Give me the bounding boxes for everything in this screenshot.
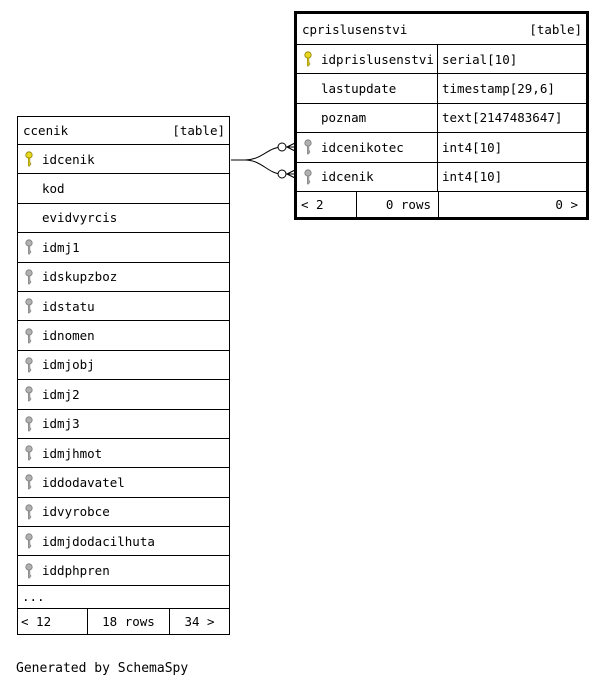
- column-name: idskupzboz: [42, 269, 118, 285]
- column-row-evidvyrcis[interactable]: evidvyrcis: [18, 204, 229, 234]
- foreign-key-icon: [297, 139, 319, 155]
- table-footer: < 2 0 rows 0 >: [297, 191, 586, 217]
- column-name: idmj3: [42, 416, 80, 432]
- foreign-key-icon: [18, 269, 40, 285]
- column-type: timestamp[29,6]: [437, 74, 586, 103]
- column-row-idcenik[interactable]: idcenik: [18, 145, 229, 175]
- column-row-poznam[interactable]: poznam text[2147483647]: [297, 103, 586, 134]
- table-name: ccenik: [23, 123, 69, 138]
- children-link[interactable]: 0 >: [555, 196, 578, 212]
- table-name: cprislusenstvi: [302, 21, 408, 37]
- column-type: text[2147483647]: [437, 103, 586, 133]
- column-row-iddphpren[interactable]: iddphpren: [18, 556, 229, 586]
- column-row-idskupzboz[interactable]: idskupzboz: [18, 263, 229, 292]
- column-row-idmj1[interactable]: idmj1: [18, 233, 229, 263]
- relationship-crowfoot-idcenikotec: [286, 142, 296, 152]
- column-name: idnomen: [42, 328, 95, 344]
- relationship-zero-marker-idcenikotec: [277, 142, 287, 152]
- foreign-key-icon: [18, 298, 40, 314]
- column-row-idnomen[interactable]: idnomen: [18, 321, 229, 351]
- column-row-iddodavatel[interactable]: iddodavatel: [18, 468, 229, 498]
- relationship-zero-marker-idcenik: [277, 169, 287, 179]
- column-row-idmjhmot[interactable]: idmjhmot: [18, 439, 229, 469]
- column-list: idcenik kod evidvyrcis idmj1 idskupzboz idsta…: [18, 145, 229, 586]
- column-name: idmj2: [42, 386, 80, 402]
- column-row-idmj3[interactable]: idmj3: [18, 410, 229, 439]
- column-name: poznam: [321, 110, 367, 126]
- column-row-kod[interactable]: kod: [18, 174, 229, 204]
- column-row-idmj2[interactable]: idmj2: [18, 380, 229, 410]
- foreign-key-icon: [297, 169, 319, 185]
- parents-link[interactable]: < 12: [18, 608, 88, 634]
- foreign-key-icon: [18, 416, 40, 432]
- foreign-key-icon: [18, 504, 40, 520]
- column-name: idmjdodacilhuta: [42, 533, 155, 549]
- table-kind: [table]: [529, 21, 582, 37]
- column-name: lastupdate: [321, 81, 397, 97]
- relationship-crowfoot-idcenik: [286, 169, 296, 179]
- table-ccenik[interactable]: ccenik [table] idcenik kod evidvyrcis idmj1…: [17, 116, 230, 635]
- parents-link[interactable]: < 2: [297, 191, 357, 217]
- primary-key-icon: [297, 51, 319, 67]
- column-name: iddodavatel: [42, 474, 125, 490]
- column-name: idmjobj: [42, 357, 95, 373]
- foreign-key-icon: [18, 239, 40, 255]
- column-name: idmj1: [42, 239, 80, 255]
- table-footer: < 12 18 rows 34 >: [18, 608, 229, 634]
- foreign-key-icon: [18, 357, 40, 373]
- foreign-key-icon: [18, 533, 40, 549]
- foreign-key-icon: [18, 563, 40, 579]
- column-name: idcenik: [42, 151, 95, 167]
- primary-key-icon: [18, 151, 40, 167]
- column-name: idprislusenstvi: [321, 51, 434, 67]
- column-name: kod: [42, 181, 65, 197]
- column-row-idvyrobce[interactable]: idvyrobce: [18, 498, 229, 528]
- more-columns-row: ...: [18, 586, 229, 609]
- column-row-idcenik[interactable]: idcenik int4[10]: [297, 162, 586, 192]
- column-row-idstatu[interactable]: idstatu: [18, 292, 229, 322]
- more-columns-ellipsis: ...: [22, 589, 45, 605]
- foreign-key-icon: [18, 386, 40, 402]
- column-row-idcenikotec[interactable]: idcenikotec int4[10]: [297, 133, 586, 163]
- column-name: iddphpren: [42, 563, 110, 579]
- table-kind: [table]: [172, 123, 225, 138]
- foreign-key-icon: [18, 474, 40, 490]
- table-header: ccenik [table]: [18, 117, 229, 145]
- column-name: idstatu: [42, 298, 95, 314]
- column-row-idmjdodacilhuta[interactable]: idmjdodacilhuta: [18, 527, 229, 557]
- row-count: 18 rows: [88, 608, 170, 634]
- children-link[interactable]: 34 >: [184, 613, 215, 629]
- column-row-idmjobj[interactable]: idmjobj: [18, 351, 229, 381]
- column-row-lastupdate[interactable]: lastupdate timestamp[29,6]: [297, 74, 586, 104]
- column-name: idvyrobce: [42, 504, 110, 520]
- column-name: idcenik: [321, 169, 374, 185]
- column-type: serial[10]: [437, 45, 586, 74]
- foreign-key-icon: [18, 445, 40, 461]
- foreign-key-icon: [18, 327, 40, 344]
- table-header: cprislusenstvi [table]: [297, 14, 586, 45]
- column-type: int4[10]: [437, 162, 586, 191]
- generated-by-footer: Generated by SchemaSpy: [16, 661, 189, 676]
- column-type: int4[10]: [437, 133, 586, 162]
- column-name: idcenikotec: [321, 139, 404, 155]
- column-name: idmjhmot: [42, 445, 103, 461]
- row-count: 0 rows: [357, 191, 439, 217]
- column-name: evidvyrcis: [42, 210, 118, 226]
